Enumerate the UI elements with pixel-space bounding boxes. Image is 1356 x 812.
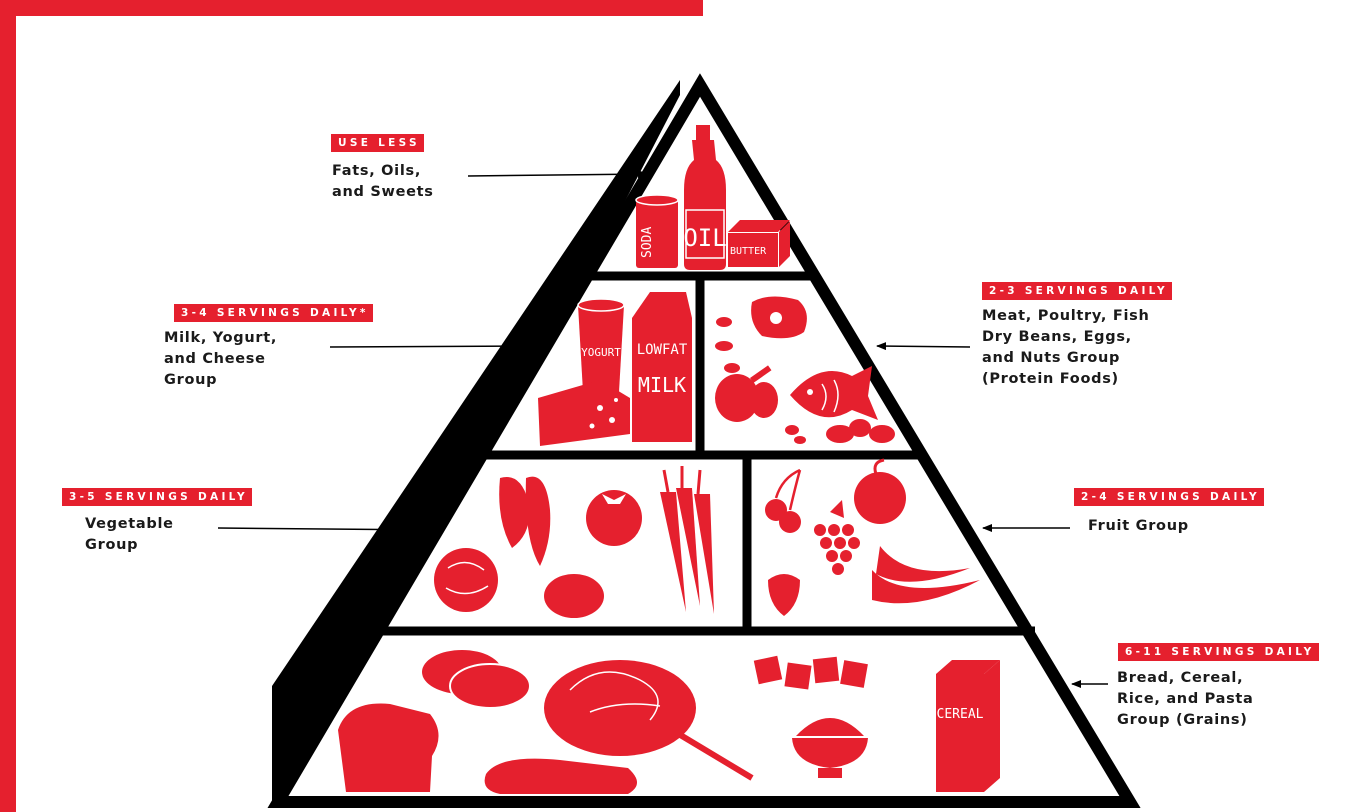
- butter-label: BUTTER: [730, 246, 767, 257]
- soda-label: SODA: [640, 227, 655, 258]
- grapes-icon: [814, 500, 860, 575]
- fish-icon: [790, 366, 878, 420]
- rice-bowl-icon: [792, 718, 868, 778]
- arrow-protein: [876, 342, 971, 351]
- vegetable-label-line: Group: [85, 537, 139, 553]
- fruit-badge: 2-4 SERVINGS DAILY: [1074, 488, 1264, 506]
- peach-icon: [854, 458, 906, 524]
- dairy-badge: 3-4 SERVINGS DAILY*: [174, 304, 373, 322]
- grains-label: Bread, Cereal, Rice, and Pasta Group (Gr…: [1117, 668, 1254, 731]
- dairy-label: Milk, Yogurt, and Cheese Group: [164, 328, 277, 391]
- butter-icon: BUTTER: [728, 220, 790, 267]
- grains-badge: 6-11 SERVINGS DAILY: [1118, 643, 1319, 661]
- bread-slices-icon: [422, 650, 531, 709]
- beans-icon: [785, 425, 806, 444]
- vegetable-label: Vegetable Group: [85, 514, 174, 556]
- carrots-icon: [660, 466, 714, 614]
- yogurt-cup-icon: YOGURT: [577, 298, 625, 392]
- dairy-label-line: Group: [164, 372, 218, 388]
- cherries-icon: [765, 468, 802, 533]
- fruit-label-line: Fruit Group: [1088, 518, 1189, 534]
- pyramid-shadow: [272, 80, 680, 806]
- soda-can-icon: SODA: [635, 194, 679, 268]
- arrow-fats: [467, 170, 648, 179]
- protein-badge: 2-3 SERVINGS DAILY: [982, 282, 1172, 300]
- steak-icon: [751, 296, 807, 339]
- lowfat-label: LOWFAT: [637, 342, 688, 358]
- eggs-icon: [826, 419, 895, 443]
- red-frame-top: [0, 0, 703, 16]
- cereal-box-icon: CEREAL: [936, 660, 1000, 792]
- protein-label-line: and Nuts Group: [982, 350, 1121, 366]
- fats-label-line: Fats, Oils,: [332, 163, 422, 179]
- milk-carton-icon: LOWFAT MILK: [632, 292, 692, 442]
- peanuts-icon: [715, 317, 740, 373]
- bread-loaf-icon: [338, 703, 439, 792]
- oil-bottle-icon: OIL: [683, 125, 727, 270]
- tomato-icon: [586, 490, 642, 546]
- fats-label: Fats, Oils, and Sweets: [332, 161, 434, 203]
- grains-label-line: Bread, Cereal,: [1117, 670, 1244, 686]
- fats-badge: USE LESS: [331, 134, 424, 152]
- red-frame-left: [0, 0, 16, 812]
- fruit-label: Fruit Group: [1088, 516, 1189, 537]
- protein-label: Meat, Poultry, Fish Dry Beans, Eggs, and…: [982, 306, 1150, 390]
- dairy-label-line: and Cheese: [164, 351, 266, 367]
- protein-label-line: (Protein Foods): [982, 371, 1119, 387]
- bananas-icon: [872, 546, 980, 604]
- spaghetti-plate-icon: [544, 660, 754, 781]
- milk-label: MILK: [638, 373, 686, 397]
- cheese-icon: [538, 380, 630, 446]
- protein-label-line: Meat, Poultry, Fish: [982, 308, 1150, 324]
- cabbage-icon: [434, 548, 498, 612]
- pea-pod-icon: [499, 476, 551, 566]
- chicken-leg-icon: [715, 365, 778, 422]
- grains-label-line: Group (Grains): [1117, 712, 1248, 728]
- vegetable-badge: 3-5 SERVINGS DAILY: [62, 488, 252, 506]
- yogurt-label: YOGURT: [581, 346, 621, 359]
- cereal-label: CEREAL: [937, 707, 984, 722]
- dairy-label-line: Milk, Yogurt,: [164, 330, 278, 346]
- crackers-icon: [753, 655, 868, 690]
- oil-label: OIL: [683, 224, 726, 252]
- leader-arrows: [217, 170, 1108, 688]
- arrow-vegetable: [217, 525, 431, 534]
- tier-dividers: [365, 271, 1035, 636]
- strawberry-icon: [768, 574, 800, 616]
- fats-label-line: and Sweets: [332, 184, 434, 200]
- potato-icon: [544, 574, 604, 618]
- grains-label-line: Rice, and Pasta: [1117, 691, 1254, 707]
- vegetable-label-line: Vegetable: [85, 516, 174, 532]
- arrow-dairy: [329, 342, 546, 351]
- baguette-icon: [484, 758, 637, 794]
- protein-label-line: Dry Beans, Eggs,: [982, 329, 1132, 345]
